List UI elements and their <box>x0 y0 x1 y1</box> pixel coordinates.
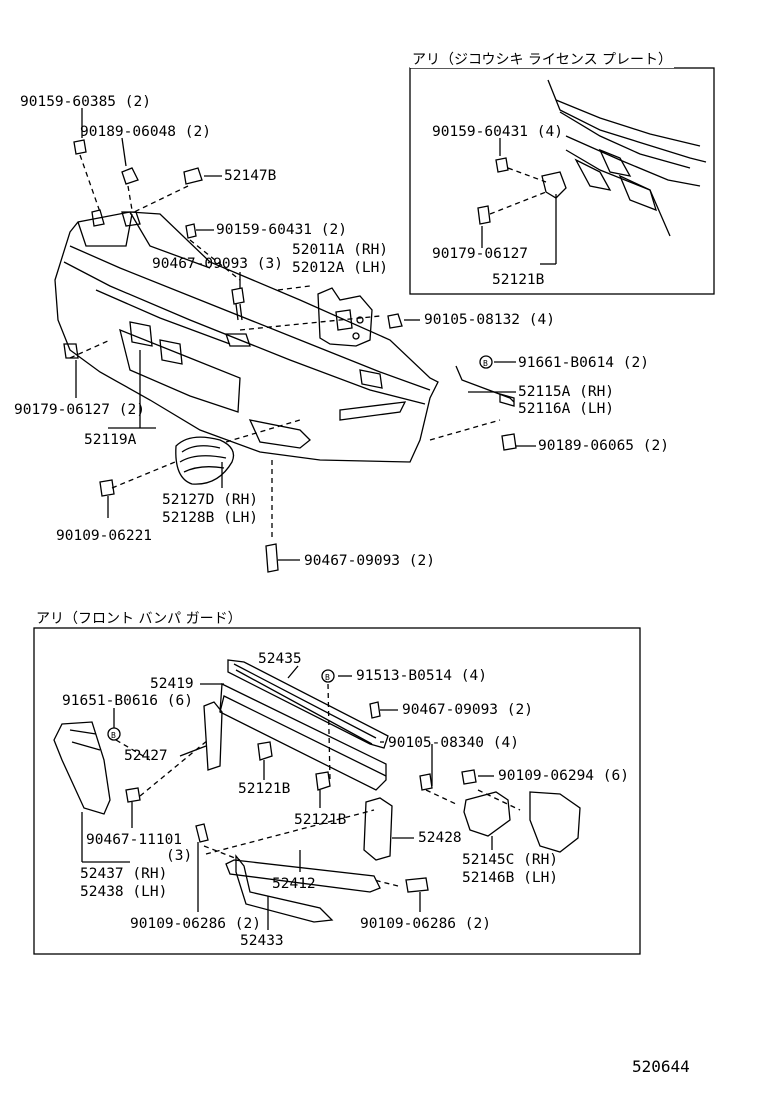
fasteners-main-drawing: B <box>63 139 517 573</box>
part-label-52145c: 52145C (RH) <box>462 852 559 868</box>
part-label-90159-60431: 90159-60431 (2) <box>216 222 347 238</box>
leader-lines-main <box>69 154 501 540</box>
bottom-box-header: アリ（フロント バンパ ガード） <box>34 611 244 627</box>
part-label-90159-60431-4: 90159-60431 (4) <box>432 124 563 140</box>
part-label-52435: 52435 <box>258 651 302 667</box>
part-label-52127d: 52127D (RH) <box>162 492 259 508</box>
diagram-code: 520644 <box>632 1057 690 1076</box>
part-label-90179-06127-2: 90179-06127 (2) <box>14 402 145 418</box>
bumper-guard-drawing: B B <box>53 659 581 923</box>
part-label-qty-3: (3) <box>166 848 193 864</box>
top-detail-box <box>409 67 715 295</box>
part-label-52433: 52433 <box>240 933 284 949</box>
part-label-52428: 52428 <box>418 830 462 846</box>
part-label-90179-06127: 90179-06127 <box>432 246 529 262</box>
part-label-52146b: 52146B (LH) <box>462 870 559 886</box>
part-label-52438: 52438 (LH) <box>80 884 168 900</box>
callout-lines-bottom <box>81 665 494 930</box>
part-label-91513-b0514: 91513-B0514 (4) <box>356 668 487 684</box>
part-label-90189-06048: 90189-06048 (2) <box>80 124 211 140</box>
top-box-header: アリ（ジコウシキ ライセンス プレート） <box>410 52 675 68</box>
part-label-52437: 52437 (RH) <box>80 866 168 882</box>
part-label-52121b-b: 52121B <box>294 812 347 828</box>
part-label-52121b-top: 52121B <box>492 272 545 288</box>
part-label-90467-09093-3: 90467-09093 (3) <box>152 256 283 272</box>
part-label-90467-11101: 90467-11101 <box>86 832 183 848</box>
bumper-cover-drawing <box>54 209 439 463</box>
part-label-90109-06221: 90109-06221 <box>56 528 153 544</box>
part-label-90467-09093-bottom: 90467-09093 (2) <box>402 702 533 718</box>
bottom-detail-box <box>33 627 641 955</box>
part-label-52412: 52412 <box>272 876 316 892</box>
part-label-52121b-a: 52121B <box>238 781 291 797</box>
part-label-90467-09093-2: 90467-09093 (2) <box>304 553 435 569</box>
part-label-52419: 52419 <box>150 676 194 692</box>
part-label-90109-06294: 90109-06294 (6) <box>498 768 629 784</box>
part-label-52128b: 52128B (LH) <box>162 510 259 526</box>
license-plate-bracket-drawing <box>477 79 707 237</box>
part-label-90105-08340: 90105-08340 (4) <box>388 735 519 751</box>
part-label-91651-b0616: 91651-B0616 (6) <box>62 693 193 709</box>
part-label-90189-06065: 90189-06065 (2) <box>538 438 669 454</box>
fog-grille-drawing <box>175 436 235 485</box>
part-label-52011a: 52011A (RH) <box>292 242 389 258</box>
part-label-52115a: 52115A (RH) <box>518 384 615 400</box>
part-label-91661-b0614: 91661-B0614 (2) <box>518 355 649 371</box>
svg-text:B: B <box>111 731 116 740</box>
callout-lines-top <box>481 138 557 265</box>
part-label-52012a: 52012A (LH) <box>292 260 389 276</box>
part-label-90109-06286-right: 90109-06286 (2) <box>360 916 491 932</box>
part-label-52119a: 52119A <box>84 432 137 448</box>
svg-text:B: B <box>325 673 330 682</box>
wire-52115a-drawing <box>455 365 515 407</box>
svg-text:B: B <box>483 359 488 368</box>
part-label-90159-60385: 90159-60385 (2) <box>20 94 151 110</box>
part-label-52116a: 52116A (LH) <box>518 401 615 417</box>
leader-lines-top <box>489 167 547 215</box>
part-label-90109-06286-left: 90109-06286 (2) <box>130 916 261 932</box>
part-label-90105-08132: 90105-08132 (4) <box>424 312 555 328</box>
part-label-52147b: 52147B <box>224 168 277 184</box>
callout-lines-main <box>75 108 536 561</box>
part-label-52427: 52427 <box>124 748 168 764</box>
bracket-52011a-drawing <box>317 287 373 347</box>
